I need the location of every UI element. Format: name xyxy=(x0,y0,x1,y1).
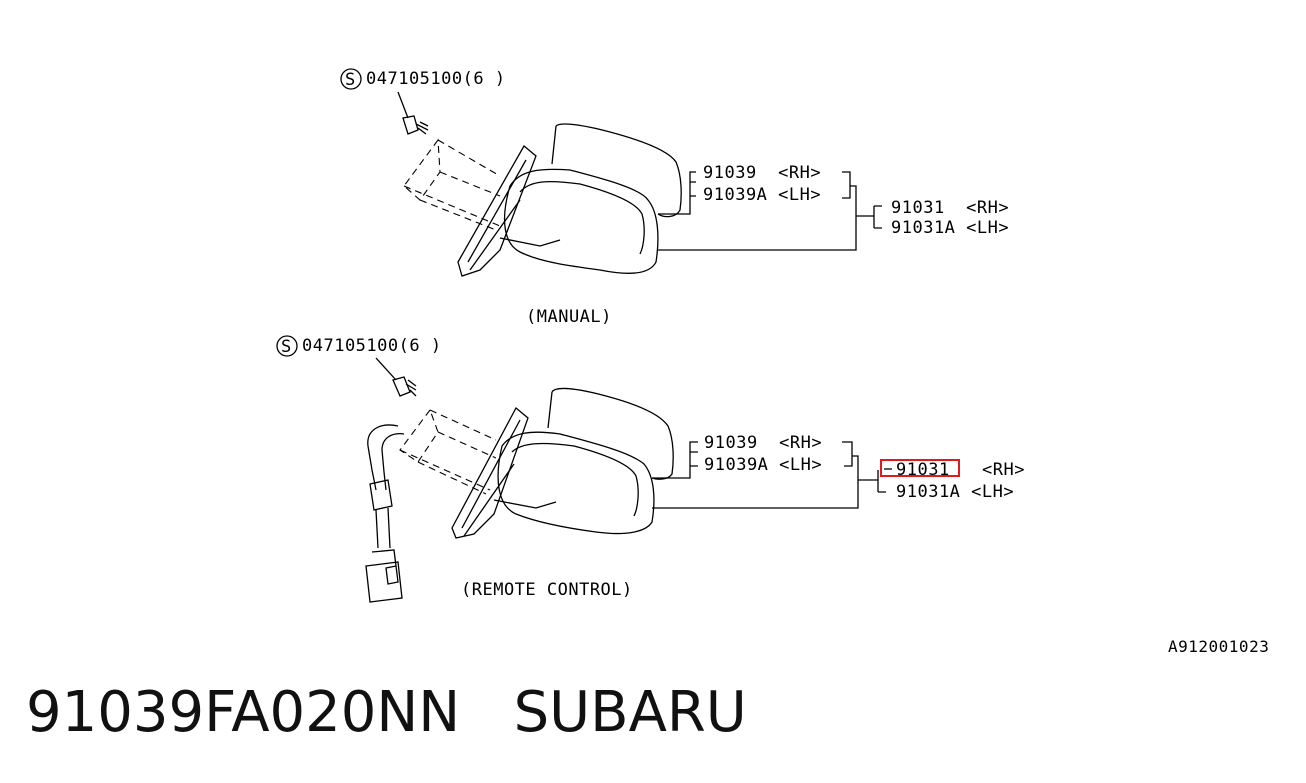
screw-part-label[interactable]: 047105100(6 ) xyxy=(302,336,442,356)
brand-name: SUBARU xyxy=(513,680,747,745)
remote-title: (REMOTE CONTROL) xyxy=(461,580,633,600)
screw-symbol-icon xyxy=(340,68,362,90)
glass-lh-label[interactable]: 91039A <LH> xyxy=(703,185,821,205)
mirror-lh-label[interactable]: 91031A <LH> xyxy=(891,218,1009,238)
remote-mirror-assembly: S 047105100(6 ) 91039 <RH> 91039A <LH> xyxy=(276,335,1025,603)
mirror-lh-label[interactable]: 91031A <LH> xyxy=(896,482,1014,502)
mirror-rh-label[interactable]: 91031 <RH> xyxy=(891,198,1009,218)
screw-part-label[interactable]: 047105100(6 ) xyxy=(366,69,506,89)
screw-symbol: S xyxy=(345,70,356,90)
manual-title: (MANUAL) xyxy=(526,307,612,327)
glass-rh-label[interactable]: 91039 <RH> xyxy=(703,163,821,183)
screw-symbol-icon xyxy=(276,335,298,357)
part-number: 91039FA020NN xyxy=(26,680,461,745)
mirror-rh-side-label: <RH> xyxy=(982,460,1025,480)
glass-rh-label[interactable]: 91039 <RH> xyxy=(704,433,822,453)
screw-symbol: S xyxy=(281,337,292,357)
part-caption: 91039FA020NN SUBARU xyxy=(26,680,747,745)
highlighted-part-box[interactable] xyxy=(880,459,960,477)
figure-id: A912001023 xyxy=(1168,637,1269,656)
glass-lh-label[interactable]: 91039A <LH> xyxy=(704,455,822,475)
manual-mirror-assembly: S 047105100(6 ) 91039 <RH> 91039A <LH> 9… xyxy=(340,68,1009,327)
screw-icon xyxy=(392,376,417,397)
mirror-rh-label[interactable]: 91031 xyxy=(896,460,950,480)
screw-icon xyxy=(402,115,429,135)
